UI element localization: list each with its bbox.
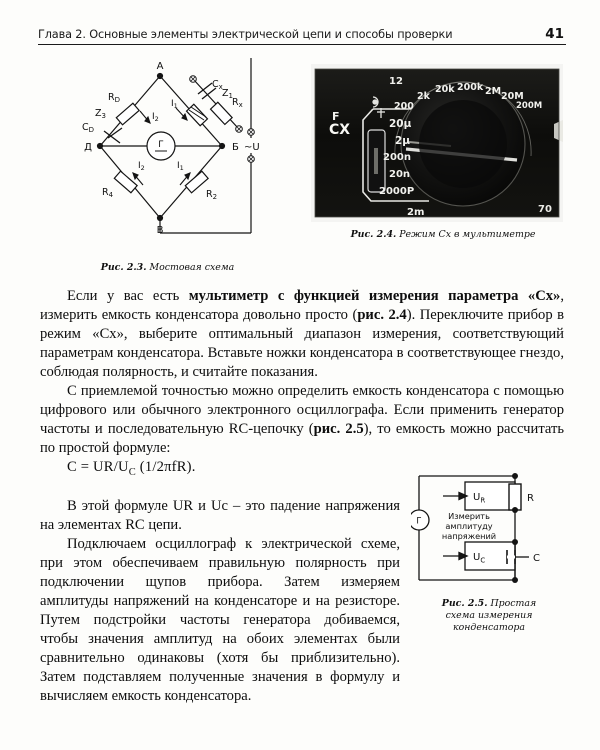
formula-capacitance: C = UR/UC (1/2πfR). (67, 459, 196, 479)
figure-2-5-caption: Рис. 2.5. Простая схема измерения конден… (412, 598, 566, 634)
current-arrows (132, 107, 191, 186)
supply-label: ~U (244, 142, 260, 153)
figure-2-5-rc-schematic: Г (408, 464, 567, 592)
label-rx: Rx (232, 97, 243, 109)
paragraph-4: Подключаем осциллограф к электрической с… (40, 536, 400, 705)
paragraph-1: Если у вас есть мультиметр с функцией из… (40, 288, 565, 381)
label-capacitor-c: C (533, 553, 540, 564)
figure-2-3-caption-text: Мостовая схема (149, 262, 235, 273)
paragraph-2: С приемлемой точностью можно определить … (40, 383, 565, 457)
running-head: Глава 2. Основные элементы электрической… (38, 18, 566, 45)
figure-2-5-caption-line2: схема измерения (445, 610, 533, 622)
resistor-rx (209, 101, 234, 126)
node-v (156, 214, 164, 222)
figure-2-3-caption: Рис. 2.3. Мостовая схема (60, 262, 275, 274)
mark-12: 12 (389, 76, 403, 87)
node-b (218, 142, 226, 150)
dial-mode-f-label: F (332, 110, 340, 123)
figure-2-5-caption-number: Рис. 2.5. (441, 598, 488, 609)
label-i1-lower: I1 (177, 161, 184, 172)
terminal-marks (189, 75, 255, 163)
range-20k: 20k (435, 84, 455, 95)
range-2k: 2k (417, 91, 431, 102)
measure-annotation: Измерить амплитуду напряжений (442, 511, 496, 541)
range-20n: 20n (389, 169, 410, 180)
page-number: 41 (545, 26, 564, 42)
generator-symbol: Г (146, 131, 176, 161)
label-i2-upper: I2 (152, 112, 159, 123)
node-a (156, 72, 164, 80)
label-cx: Cx (212, 79, 223, 91)
label-rd: RD (108, 92, 120, 104)
figure-2-3-caption-number: Рис. 2.3. (100, 262, 147, 273)
range-2000p: 2000P (379, 186, 414, 197)
label-z1: Z1 (222, 88, 233, 100)
label-r4: R4 (102, 187, 114, 199)
body-text-narrow-column: В этой формуле UR и Uc – это падение нап… (40, 497, 400, 706)
generator-label: Г (158, 140, 164, 150)
range-2m: 2m (407, 207, 424, 218)
range-2u: 2μ (395, 135, 410, 147)
node-v-label: В (157, 225, 164, 236)
node-b-label: Б (232, 142, 239, 153)
dial-mode-cx-label: CX (329, 122, 350, 138)
figure-2-4-caption-text: Режим Сх в мультиметре (399, 229, 536, 240)
node-a-label: А (157, 61, 164, 72)
range-200: 200 (394, 101, 414, 112)
capacitor-cx (197, 82, 217, 100)
label-cd: CD (82, 122, 94, 134)
mark-70: 70 (538, 204, 552, 215)
figure-2-4-multimeter-photo: 20μ 2μ 200n 20n 2000P 2m 200 2k 20k 200k… (311, 64, 563, 222)
junction-dots (512, 473, 518, 583)
svg-text:амплитуду: амплитуду (445, 521, 492, 531)
label-resistor-r: R (527, 493, 534, 504)
label-z3: Z3 (95, 108, 106, 120)
node-d-label: Д (84, 142, 92, 153)
label-i1-upper: I1 (171, 99, 178, 110)
resistor-r-symbol (508, 483, 522, 511)
label-i2-lower: I2 (138, 161, 145, 172)
body-text-column: Если у вас есть мультиметр с функцией из… (40, 287, 564, 480)
buzzer-icon (372, 96, 385, 118)
cx-socket-slot (374, 148, 378, 174)
svg-text:напряжений: напряжений (442, 531, 496, 541)
figure-2-3-bridge-schematic: Г А Д Б ~U В (42, 58, 292, 258)
impedance-z1-element (185, 103, 209, 127)
svg-text:Измерить: Измерить (448, 511, 490, 521)
generator-label-fig25: Г (416, 517, 421, 527)
resistor-rd (115, 102, 140, 126)
range-200k: 200k (457, 82, 484, 93)
figure-2-4-caption: Рис. 2.4. Режим Сх в мультиметре (318, 229, 568, 241)
resistor-r4 (113, 170, 138, 194)
range-200n: 200n (383, 152, 411, 163)
chapter-title: Глава 2. Основные элементы электрической… (38, 28, 453, 41)
paragraph-3: В этой формуле UR и Uc – это падение нап… (40, 498, 400, 534)
range-2m: 2M (485, 86, 501, 97)
figure-2-5-caption-line3: конденсатора (452, 622, 526, 634)
node-d (96, 142, 104, 150)
figure-2-4-caption-number: Рис. 2.4. (350, 229, 397, 240)
resistance-range-labels: 200 2k 20k 200k 2M 20M 200M (394, 82, 542, 112)
probe-arrows (443, 491, 469, 561)
range-20m: 20M (501, 91, 524, 102)
generator-symbol-fig25: Г (408, 509, 430, 531)
capacitor-cd (103, 127, 123, 144)
label-r2: R2 (206, 189, 217, 201)
label-ur: UR (473, 492, 485, 504)
capacitance-range-labels: 20μ 2μ 200n 20n 2000P 2m (379, 118, 424, 218)
figure-2-5-caption-line1: Простая (490, 598, 537, 609)
label-uc: UC (473, 552, 485, 564)
range-200m: 200M (516, 101, 542, 111)
resistor-r2 (184, 170, 209, 194)
range-20u: 20μ (389, 118, 412, 130)
